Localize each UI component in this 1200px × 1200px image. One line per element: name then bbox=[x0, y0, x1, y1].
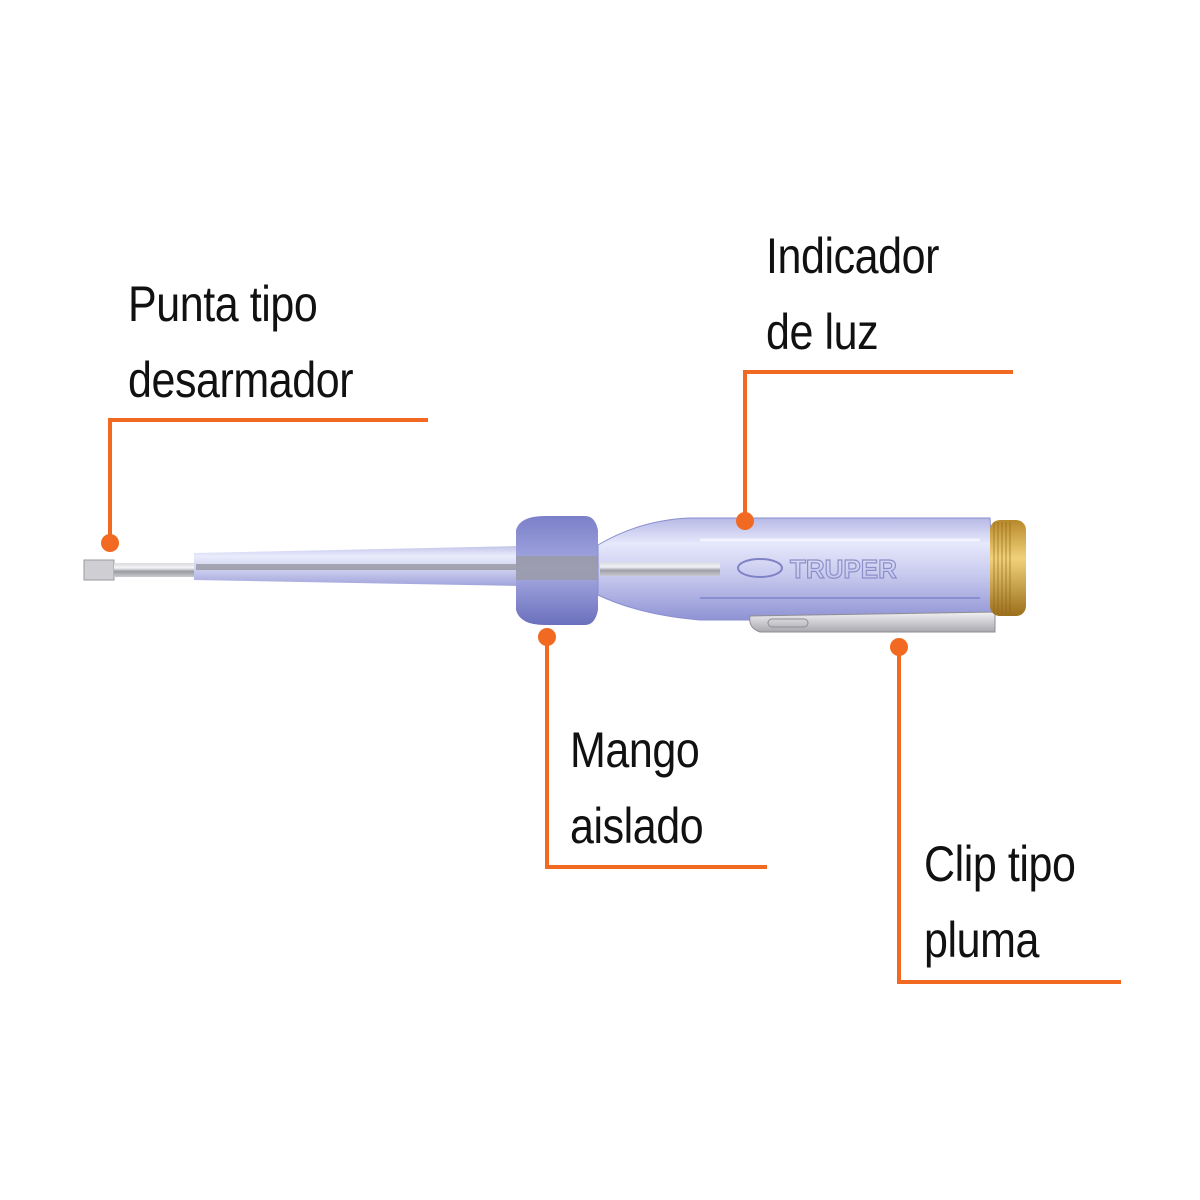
callout-line-indicador bbox=[743, 370, 1013, 374]
brass-end-cap bbox=[990, 520, 1026, 616]
callout-line-indicador-vertical bbox=[743, 370, 747, 520]
label-line: Punta tipo bbox=[128, 276, 318, 332]
callout-line-clip bbox=[897, 980, 1121, 984]
label-line: pluma bbox=[924, 912, 1039, 968]
callout-line-punta bbox=[108, 418, 428, 422]
pen-clip bbox=[749, 611, 996, 633]
label-clip-tipo-pluma: Clip tipo pluma bbox=[924, 826, 1076, 978]
label-indicador-de-luz: Indicador de luz bbox=[766, 218, 939, 370]
handle-body: TRUPER bbox=[597, 517, 996, 621]
brand-logo-text: TRUPER bbox=[790, 554, 897, 584]
label-line: Indicador bbox=[766, 228, 940, 284]
label-mango-aislado: Mango aislado bbox=[570, 712, 704, 864]
callout-dot-punta bbox=[101, 534, 119, 552]
callout-line-mango-vertical bbox=[545, 636, 549, 868]
insulated-handle-grip bbox=[516, 516, 606, 625]
callout-line-punta-vertical bbox=[108, 418, 112, 538]
label-line: Mango bbox=[570, 722, 700, 778]
callout-dot-indicador bbox=[736, 512, 754, 530]
label-line: Clip tipo bbox=[924, 836, 1076, 892]
label-punta-tipo-desarmador: Punta tipo desarmador bbox=[128, 266, 354, 418]
screwdriver-tip bbox=[83, 559, 194, 581]
label-line: aislado bbox=[570, 798, 704, 854]
callout-line-mango bbox=[545, 865, 767, 869]
label-line: de luz bbox=[766, 304, 879, 360]
callout-line-clip-vertical bbox=[897, 646, 901, 984]
label-line: desarmador bbox=[128, 352, 354, 408]
